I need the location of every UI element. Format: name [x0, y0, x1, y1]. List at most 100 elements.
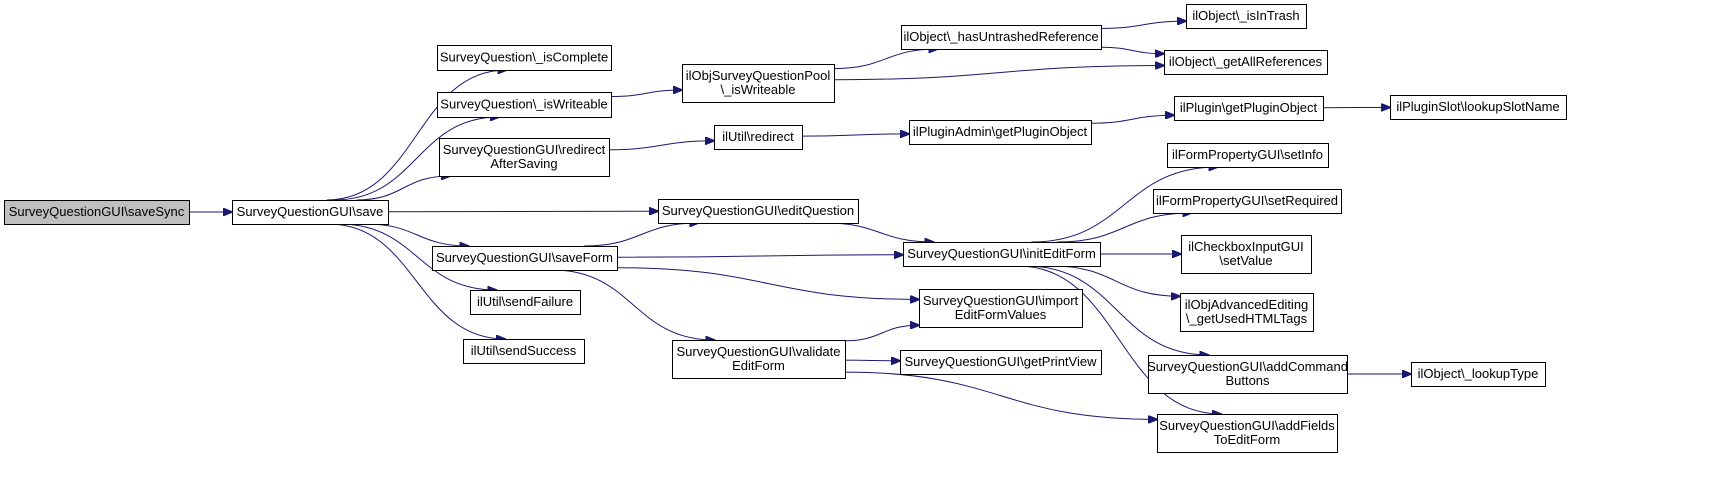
node-label: ilObject\_lookupType — [1418, 366, 1539, 381]
node-box — [682, 64, 835, 103]
node-box — [672, 340, 846, 379]
node-label: ilFormPropertyGUI\setRequired — [1156, 193, 1338, 208]
edge-hasUntrashed-to-isInTrash — [1100, 21, 1186, 29]
node-label: EditForm — [732, 358, 785, 373]
node-setRequired[interactable]: ilFormPropertyGUI\setRequired — [1153, 189, 1342, 214]
node-lookupType[interactable]: ilObject\_lookupType — [1411, 362, 1546, 387]
node-box — [437, 92, 612, 118]
node-label: SurveyQuestionGUI\initEditForm — [907, 246, 1096, 261]
node-checkboxSetValue[interactable]: ilCheckboxInputGUI\setValue — [1181, 235, 1312, 274]
node-label: ilObjAdvancedEditing — [1185, 297, 1309, 312]
edge-saveForm-to-validateEditForm — [552, 269, 714, 340]
node-box — [1411, 362, 1546, 387]
node-label: ilObjSurveyQuestionPool — [686, 68, 831, 83]
node-box — [903, 242, 1101, 267]
node-label: SurveyQuestionGUI\saveForm — [436, 250, 613, 265]
node-label: ilObject\_isInTrash — [1192, 8, 1299, 23]
node-label: SurveyQuestionGUI\redirect — [443, 142, 606, 157]
node-box — [1174, 96, 1324, 121]
node-label: ilObject\_getAllReferences — [1169, 54, 1323, 69]
edge-editQuestion-to-initEditForm — [825, 222, 934, 242]
node-label: AfterSaving — [490, 156, 557, 171]
node-isWriteable[interactable]: SurveyQuestion\_isWriteable — [437, 92, 612, 118]
node-save[interactable]: SurveyQuestionGUI\save — [232, 200, 389, 225]
edge-initEditForm-to-addCommandButtons — [1026, 265, 1208, 355]
node-box — [1167, 143, 1329, 168]
node-box — [900, 350, 1102, 375]
node-label: SurveyQuestion\_isComplete — [440, 50, 608, 65]
node-lookupSlot[interactable]: ilPluginSlot\lookupSlotName — [1390, 95, 1567, 120]
node-label: SurveyQuestion\_isWriteable — [440, 97, 607, 112]
edge-saveForm-to-importValues — [616, 267, 919, 300]
node-label: ilUtil\sendSuccess — [471, 343, 577, 358]
node-isComplete[interactable]: SurveyQuestion\_isComplete — [437, 45, 612, 71]
edge-poolIsWriteable-to-hasUntrashed — [833, 49, 938, 70]
node-box — [1148, 355, 1348, 394]
edge-save-to-sendSuccess — [328, 223, 505, 339]
edge-pluginAdmin-to-pluginGet — [1090, 115, 1174, 124]
node-label: ilFormPropertyGUI\setInfo — [1172, 147, 1323, 162]
node-box — [1164, 50, 1328, 75]
node-label: ilUtil\sendFailure — [477, 294, 573, 309]
node-label: Buttons — [1225, 373, 1270, 388]
node-utilRedirect[interactable]: ilUtil\redirect — [714, 125, 803, 150]
node-box — [919, 289, 1083, 328]
node-label: ilPlugin\getPluginObject — [1180, 100, 1318, 115]
edge-validateEditForm-to-getPrintView — [844, 360, 900, 361]
node-getPrintView[interactable]: SurveyQuestionGUI\getPrintView — [900, 350, 1102, 375]
node-label: SurveyQuestionGUI\validate — [676, 344, 840, 359]
node-sendFailure[interactable]: ilUtil\sendFailure — [470, 290, 581, 315]
node-pluginGet[interactable]: ilPlugin\getPluginObject — [1174, 96, 1324, 121]
edge-initEditForm-to-usedHtmlTags — [1052, 265, 1180, 296]
edge-validateEditForm-to-importValues — [844, 325, 919, 342]
node-label: ilPluginAdmin\getPluginObject — [913, 124, 1088, 139]
edge-save-to-sendFailure — [338, 223, 497, 290]
node-setInfo[interactable]: ilFormPropertyGUI\setInfo — [1167, 143, 1329, 168]
edge-poolIsWriteable-to-getAllRefs — [833, 66, 1164, 81]
node-hasUntrashed[interactable]: ilObject\_hasUntrashedReference — [901, 25, 1102, 50]
edge-save-to-editQuestion — [387, 211, 658, 212]
node-poolIsWriteable[interactable]: ilObjSurveyQuestionPool\_isWriteable — [682, 64, 835, 103]
node-label: \setValue — [1219, 253, 1272, 268]
node-sendSuccess[interactable]: ilUtil\sendSuccess — [463, 339, 585, 364]
node-box — [4, 200, 190, 225]
node-label: ilObject\_hasUntrashedReference — [903, 29, 1098, 44]
node-box — [1186, 4, 1307, 29]
node-label: SurveyQuestionGUI\addCommand — [1147, 359, 1348, 374]
edge-save-to-redirectAfterSaving — [356, 176, 450, 201]
edge-redirectAfterSaving-to-utilRedirect — [608, 141, 714, 151]
node-box — [1157, 414, 1338, 453]
node-label: ilPluginSlot\lookupSlotName — [1396, 99, 1559, 114]
edge-utilRedirect-to-pluginAdmin — [801, 134, 909, 136]
node-label: SurveyQuestionGUI\editQuestion — [662, 203, 854, 218]
node-saveForm[interactable]: SurveyQuestionGUI\saveForm — [432, 246, 618, 271]
node-label: SurveyQuestionGUI\addFields — [1159, 418, 1335, 433]
node-box — [714, 125, 803, 150]
edge-initEditForm-to-setInfo — [1031, 167, 1217, 243]
node-pluginAdmin[interactable]: ilPluginAdmin\getPluginObject — [909, 120, 1092, 145]
node-box — [909, 120, 1092, 145]
node-box — [232, 200, 389, 225]
node-isInTrash[interactable]: ilObject\_isInTrash — [1186, 4, 1307, 29]
node-label: \_getUsedHTMLTags — [1186, 311, 1308, 326]
node-label: ilUtil\redirect — [722, 129, 794, 144]
edge-initEditForm-to-setRequired — [1057, 213, 1191, 243]
node-saveSync[interactable]: SurveyQuestionGUI\saveSync — [4, 200, 190, 225]
edge-saveForm-to-editQuestion — [584, 223, 698, 247]
node-box — [658, 199, 859, 224]
node-getAllRefs[interactable]: ilObject\_getAllReferences — [1164, 50, 1328, 75]
node-usedHtmlTags[interactable]: ilObjAdvancedEditing\_getUsedHTMLTags — [1180, 293, 1314, 332]
node-editQuestion[interactable]: SurveyQuestionGUI\editQuestion — [658, 199, 859, 224]
node-box — [463, 339, 585, 364]
edge-initEditForm-to-addFields — [1017, 265, 1221, 414]
edge-save-to-isComplete — [326, 70, 507, 201]
node-box — [439, 138, 610, 177]
node-initEditForm[interactable]: SurveyQuestionGUI\initEditForm — [903, 242, 1101, 267]
node-box — [901, 25, 1102, 50]
